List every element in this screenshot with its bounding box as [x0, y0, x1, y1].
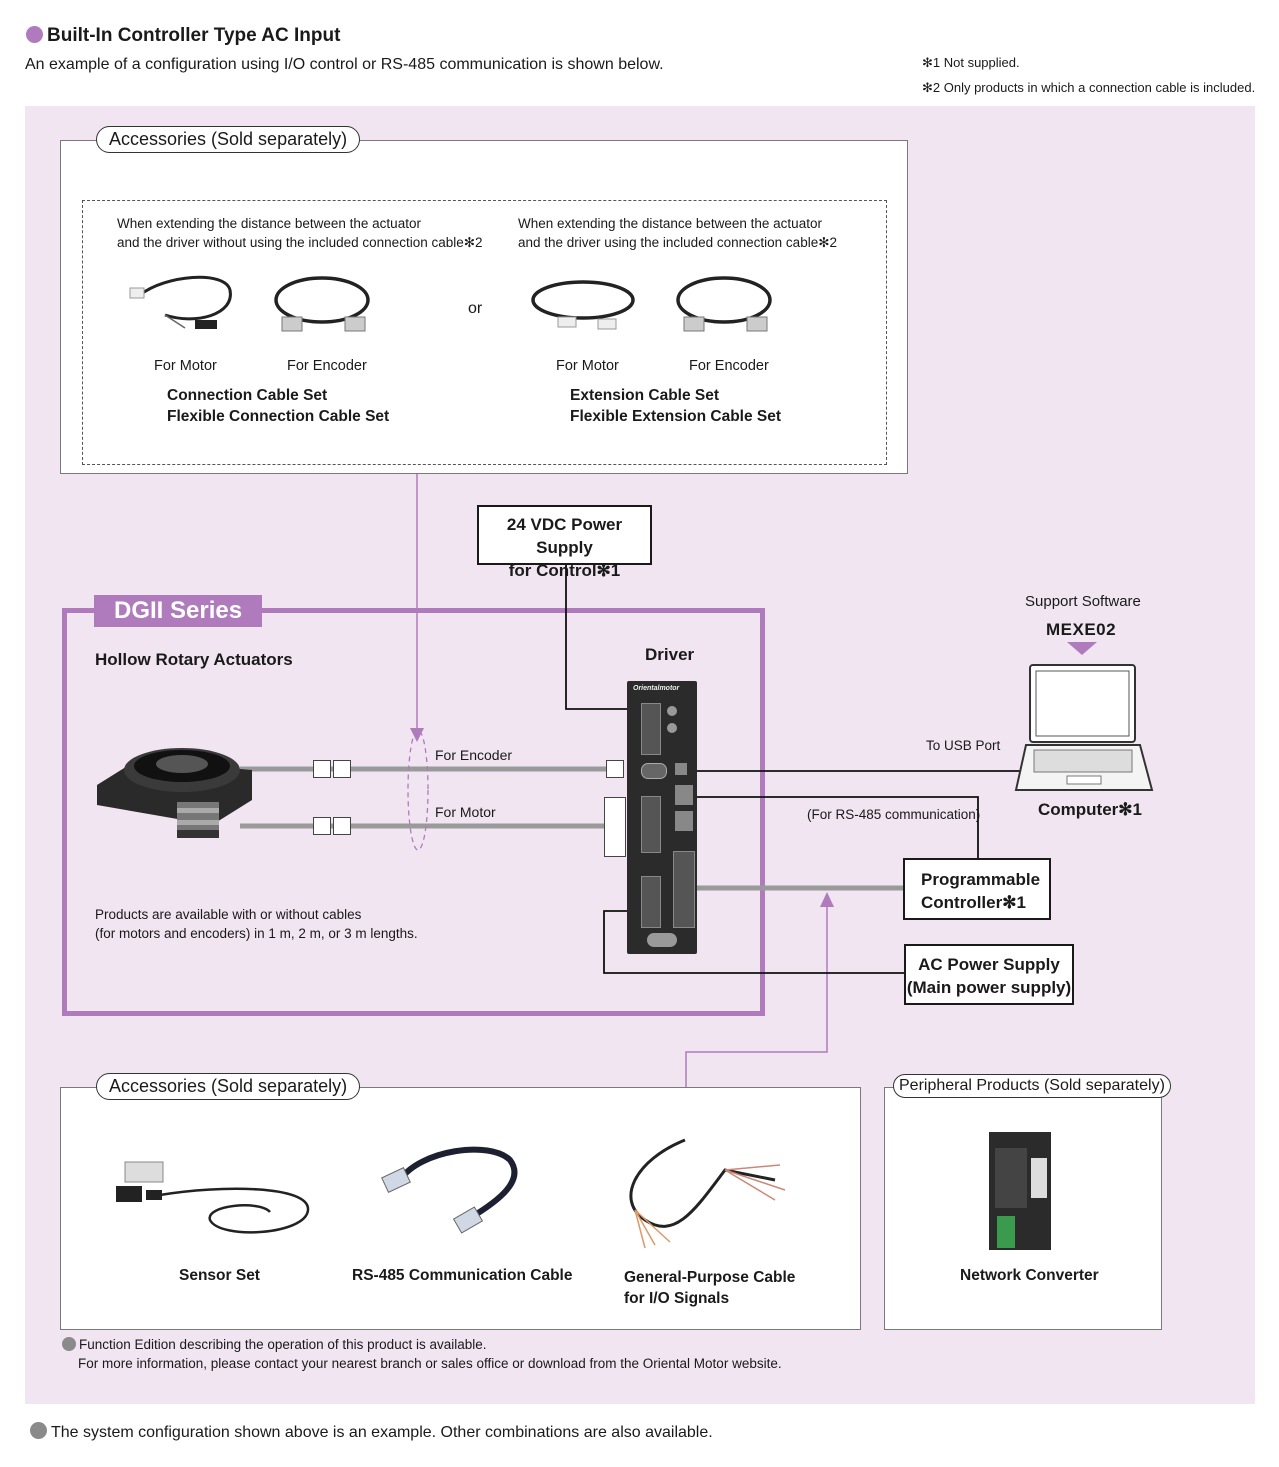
- or-label: or: [468, 300, 483, 317]
- gp-cable-label: General-Purpose Cable for I/O Signals: [624, 1267, 795, 1309]
- function-note: Function Edition describing the operatio…: [62, 1335, 782, 1373]
- gp-cable-2: for I/O Signals: [624, 1290, 730, 1307]
- function-note-2: For more information, please contact you…: [78, 1356, 782, 1371]
- driver-switch-1: [667, 706, 677, 716]
- network-converter-label: Network Converter: [960, 1267, 1099, 1284]
- bullet-icon: [62, 1337, 76, 1351]
- footer-note: The system configuration shown above is …: [30, 1422, 713, 1442]
- mexe02-label: MEXE02: [1046, 620, 1117, 639]
- left-set-2: Flexible Connection Cable Set: [167, 408, 390, 425]
- ac-power-line2: (Main power supply): [906, 978, 1072, 997]
- network-converter-image: [989, 1132, 1051, 1250]
- arrow-down-icon: [1067, 642, 1097, 655]
- right-set-2: Flexible Extension Cable Set: [570, 408, 782, 425]
- connection-cable-set-label: Connection Cable Set Flexible Connection…: [167, 385, 389, 427]
- bottom-accessories-box: [60, 1087, 861, 1330]
- for-motor-label: For Motor: [435, 804, 496, 820]
- plc-line1: Programmable: [921, 870, 1041, 889]
- driver-usb-port: [675, 763, 687, 775]
- left-for-encoder: For Encoder: [287, 358, 367, 374]
- title-text: Built-In Controller Type AC Input: [47, 25, 341, 46]
- right-desc-1: When extending the distance between the …: [518, 216, 822, 231]
- sensor-set-label: Sensor Set: [179, 1267, 260, 1284]
- driver-motor-connector: [604, 797, 626, 857]
- hollow-rotary-actuator-image: [97, 748, 252, 838]
- page-subtitle: An example of a configuration using I/O …: [25, 56, 664, 73]
- driver-motor-terminal: [641, 796, 661, 853]
- dgii-series-tab: DGII Series: [94, 595, 263, 627]
- motor-connector-b: [333, 817, 351, 835]
- extension-cable-set-label: Extension Cable Set Flexible Extension C…: [570, 385, 781, 427]
- motor-cable-image-1: [129, 275, 232, 329]
- left-for-motor: For Motor: [154, 358, 217, 374]
- motor-cable-image-2: [531, 280, 635, 330]
- right-set-1: Extension Cable Set: [570, 387, 720, 404]
- encoder-connector-a: [313, 760, 331, 778]
- right-desc-2: and the driver using the included connec…: [518, 235, 838, 250]
- driver-rj45-2: [675, 811, 693, 831]
- peripheral-title: Peripheral Products (Sold separately): [893, 1074, 1171, 1098]
- driver-unit-image: Orientalmotor: [627, 681, 697, 954]
- left-desc-2: and the driver without using the include…: [117, 235, 483, 250]
- encoder-cable-image-2: [676, 276, 772, 332]
- driver-switch-2: [667, 723, 677, 733]
- top-accessories-dashed: [82, 200, 887, 465]
- left-set-1: Connection Cable Set: [167, 387, 328, 404]
- sensor-set-image: [116, 1161, 310, 1234]
- driver-ground: [647, 933, 677, 947]
- driver-rj45-1: [675, 785, 693, 805]
- encoder-cable-image-1: [274, 276, 370, 332]
- gp-cable-1: General-Purpose Cable: [624, 1269, 796, 1286]
- rs485-cable-image: [381, 1146, 518, 1234]
- driver-encoder-port: [641, 763, 667, 779]
- driver-power-terminal: [641, 876, 661, 928]
- right-desc: When extending the distance between the …: [518, 214, 837, 252]
- note-1: ✻1 Not supplied.: [922, 55, 1020, 70]
- right-for-motor: For Motor: [556, 358, 619, 374]
- bullet-icon: [30, 1422, 47, 1439]
- bottom-accessories-title: Accessories (Sold separately): [96, 1073, 361, 1100]
- rs485-comm-label: (For RS-485 communication): [807, 807, 981, 822]
- driver-encoder-connector: [606, 760, 624, 778]
- right-for-encoder: For Encoder: [689, 358, 769, 374]
- left-desc-1: When extending the distance between the …: [117, 216, 421, 231]
- programmable-controller-box: Programmable Controller✻1: [903, 858, 1051, 920]
- power24-line1: 24 VDC Power Supply: [506, 515, 623, 557]
- power24-line2: for Control✻1: [508, 561, 621, 580]
- to-usb-label: To USB Port: [926, 738, 1001, 753]
- note-2: ✻2 Only products in which a connection c…: [922, 80, 1256, 95]
- driver-io-terminal: [673, 851, 695, 928]
- ac-power-line1: AC Power Supply: [918, 955, 1060, 974]
- page-title: Built-In Controller Type AC Input: [26, 25, 340, 47]
- driver-terminal-1: [641, 703, 661, 755]
- dgii-series-frame: [62, 608, 765, 1016]
- io-cable-image: [629, 1138, 786, 1249]
- cables-note-1: Products are available with or without c…: [95, 907, 362, 922]
- laptop-image: [1014, 642, 1154, 791]
- power-24vdc-box: 24 VDC Power Supply for Control✻1: [477, 505, 652, 580]
- support-software-label: Support Software: [1025, 593, 1141, 610]
- rs485-cable-label: RS-485 Communication Cable: [352, 1267, 573, 1284]
- driver-label: Driver: [645, 645, 695, 664]
- computer-label: Computer✻1: [1038, 800, 1142, 819]
- left-desc: When extending the distance between the …: [117, 214, 483, 252]
- hollow-rotary-label: Hollow Rotary Actuators: [95, 650, 293, 669]
- for-encoder-label: For Encoder: [435, 747, 513, 763]
- function-note-1: Function Edition describing the operatio…: [79, 1337, 487, 1352]
- cables-note-2: (for motors and encoders) in 1 m, 2 m, o…: [95, 926, 418, 941]
- motor-connector-a: [313, 817, 331, 835]
- plc-line2: Controller✻1: [921, 893, 1026, 912]
- encoder-connector-b: [333, 760, 351, 778]
- ac-power-supply-box: AC Power Supply (Main power supply): [904, 944, 1074, 1005]
- footer-text: The system configuration shown above is …: [51, 1424, 713, 1441]
- bullet-icon: [26, 26, 43, 43]
- cables-note: Products are available with or without c…: [95, 905, 418, 943]
- top-accessories-title: Accessories (Sold separately): [96, 126, 361, 153]
